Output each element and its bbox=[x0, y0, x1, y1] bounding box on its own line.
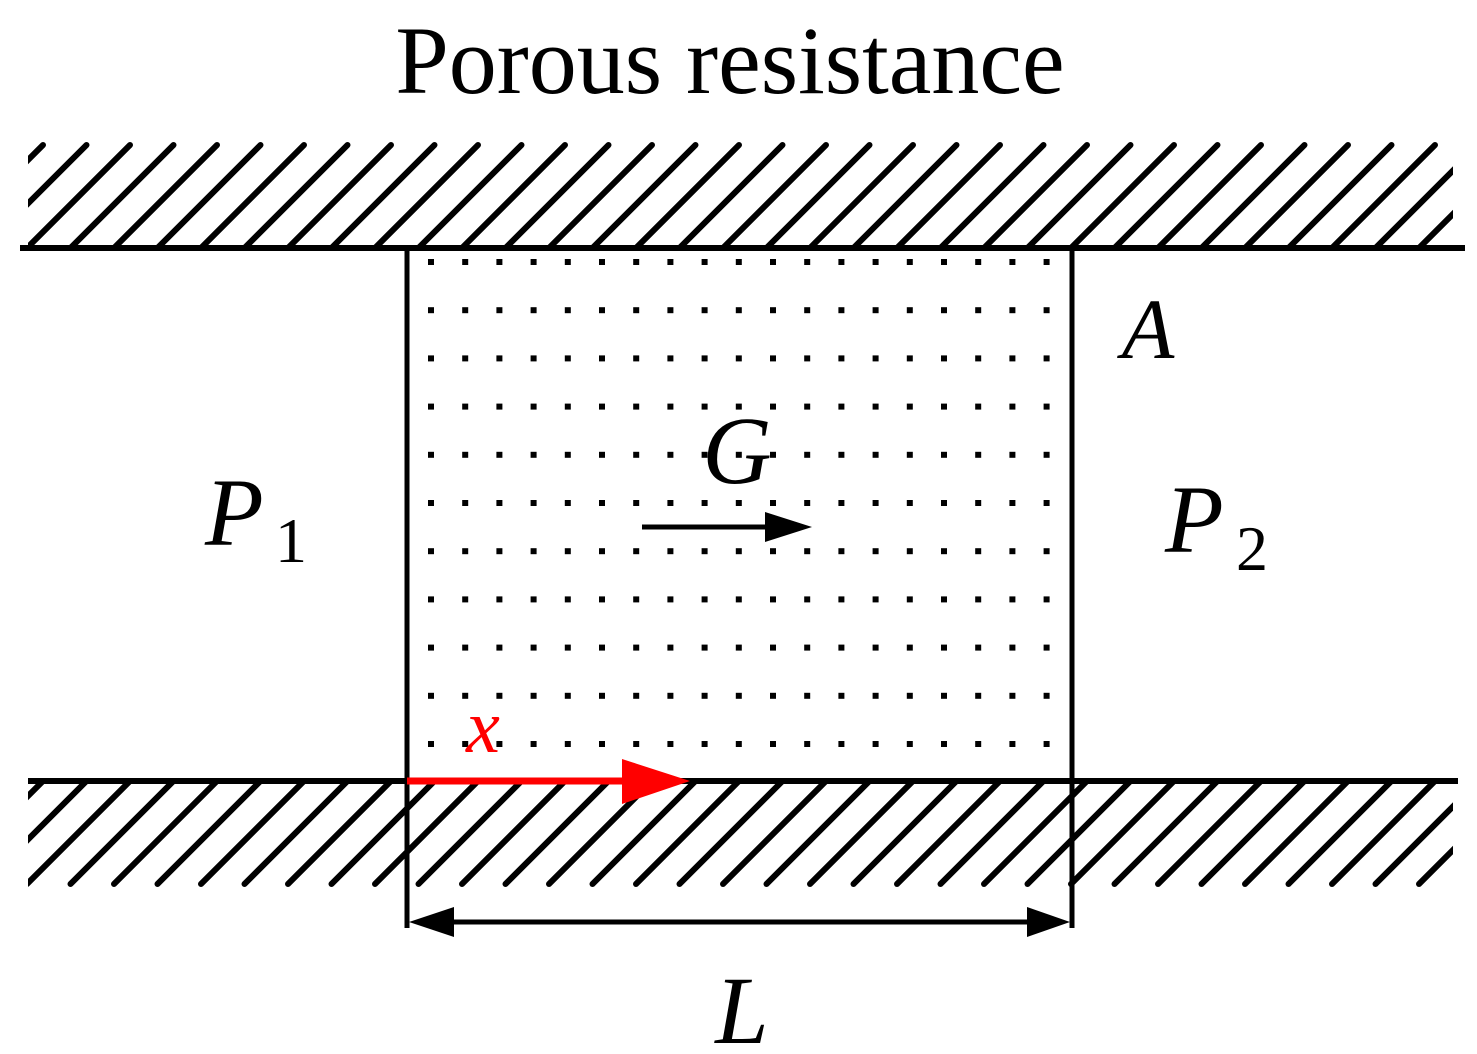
inlet-pressure-label: P bbox=[204, 459, 264, 566]
porous-medium-dots bbox=[428, 259, 1050, 747]
flow-label: G bbox=[702, 397, 771, 504]
diagram-title: Porous resistance bbox=[395, 7, 1064, 114]
coordinate-arrow bbox=[407, 759, 690, 804]
flow-arrow bbox=[642, 512, 812, 542]
top-wall-hatching bbox=[28, 142, 1453, 246]
bottom-wall-hatching bbox=[28, 782, 1453, 887]
length-dimension-arrow bbox=[409, 907, 1070, 937]
length-label: L bbox=[713, 957, 768, 1054]
outlet-pressure-label: P bbox=[1164, 466, 1224, 573]
coordinate-label: x bbox=[465, 685, 500, 769]
inlet-pressure-subscript: 1 bbox=[275, 505, 307, 576]
area-label: A bbox=[1117, 281, 1175, 377]
outlet-pressure-subscript: 2 bbox=[1236, 513, 1268, 584]
